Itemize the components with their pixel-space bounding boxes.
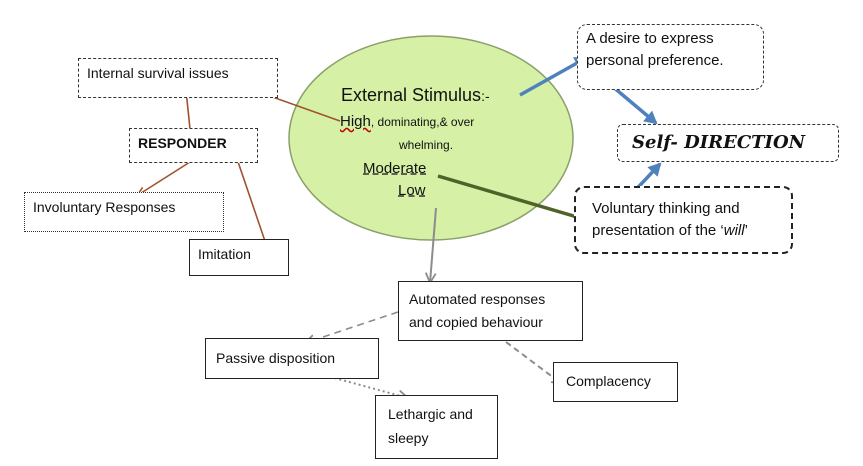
internal-survival-issues-box: Internal survival issues <box>78 58 278 98</box>
arrow-stimulus-to-desire <box>519 56 588 97</box>
responder-text: RESPONDER <box>138 135 227 151</box>
passive-disposition-text: Passive disposition <box>216 350 336 366</box>
voluntary-line-2: presentation of the ‘ <box>592 222 724 239</box>
voluntary-close-quote: ’ <box>744 222 748 239</box>
arrow-moderate-to-voluntary <box>437 174 596 226</box>
complacency-box: Complacency <box>553 362 678 402</box>
involuntary-responses-text: Involuntary Responses <box>33 199 176 215</box>
passive-disposition-box: Passive disposition <box>205 338 379 379</box>
involuntary-responses-box: Involuntary Responses <box>24 192 224 232</box>
desire-box: A desire to express personal preference. <box>577 24 764 90</box>
imitation-box: Imitation <box>189 239 289 276</box>
automated-responses-box: Automated responses and copied behaviour <box>398 281 583 341</box>
arrow-desire-to-selfdirection <box>610 84 658 125</box>
imitation-text: Imitation <box>198 246 251 262</box>
lethargic-sleepy-text: Lethargic and sleepy <box>388 406 473 446</box>
stimulus-title-text: External Stimulus <box>341 85 482 105</box>
lethargic-sleepy-box: Lethargic and sleepy <box>375 395 498 459</box>
stimulus-title-suffix: :- <box>481 88 490 104</box>
stimulus-high-line: High, dominating,& over <box>340 113 474 130</box>
arrow-low-to-automated <box>430 207 437 283</box>
voluntary-line-1: Voluntary thinking and <box>592 200 740 217</box>
automated-responses-text: Automated responses and copied behaviour <box>409 291 546 330</box>
high-label: High <box>340 113 371 130</box>
high-description: , dominating,& over <box>370 115 475 129</box>
voluntary-thinking-box: Voluntary thinking and presentation of t… <box>574 186 793 254</box>
voluntary-will-text: will <box>723 222 745 239</box>
internal-survival-issues-text: Internal survival issues <box>87 65 229 81</box>
stimulus-high-line-2: whelming. <box>399 138 454 152</box>
self-direction-box: Self- DIRECTION <box>617 124 839 162</box>
arrow-automated-to-passive <box>305 311 399 343</box>
external-stimulus-ellipse <box>288 35 574 241</box>
responder-box: RESPONDER <box>129 128 258 163</box>
arrow-responder-to-imitation <box>233 149 268 250</box>
low-label: Low <box>398 182 426 199</box>
external-stimulus-title: External Stimulus:- <box>341 85 490 106</box>
arrow-responder-to-involuntary <box>138 161 191 195</box>
self-direction-text: Self- DIRECTION <box>632 132 806 153</box>
complacency-text: Complacency <box>566 373 651 389</box>
moderate-label: Moderate <box>363 160 427 177</box>
desire-text: A desire to express personal preference. <box>586 30 724 69</box>
